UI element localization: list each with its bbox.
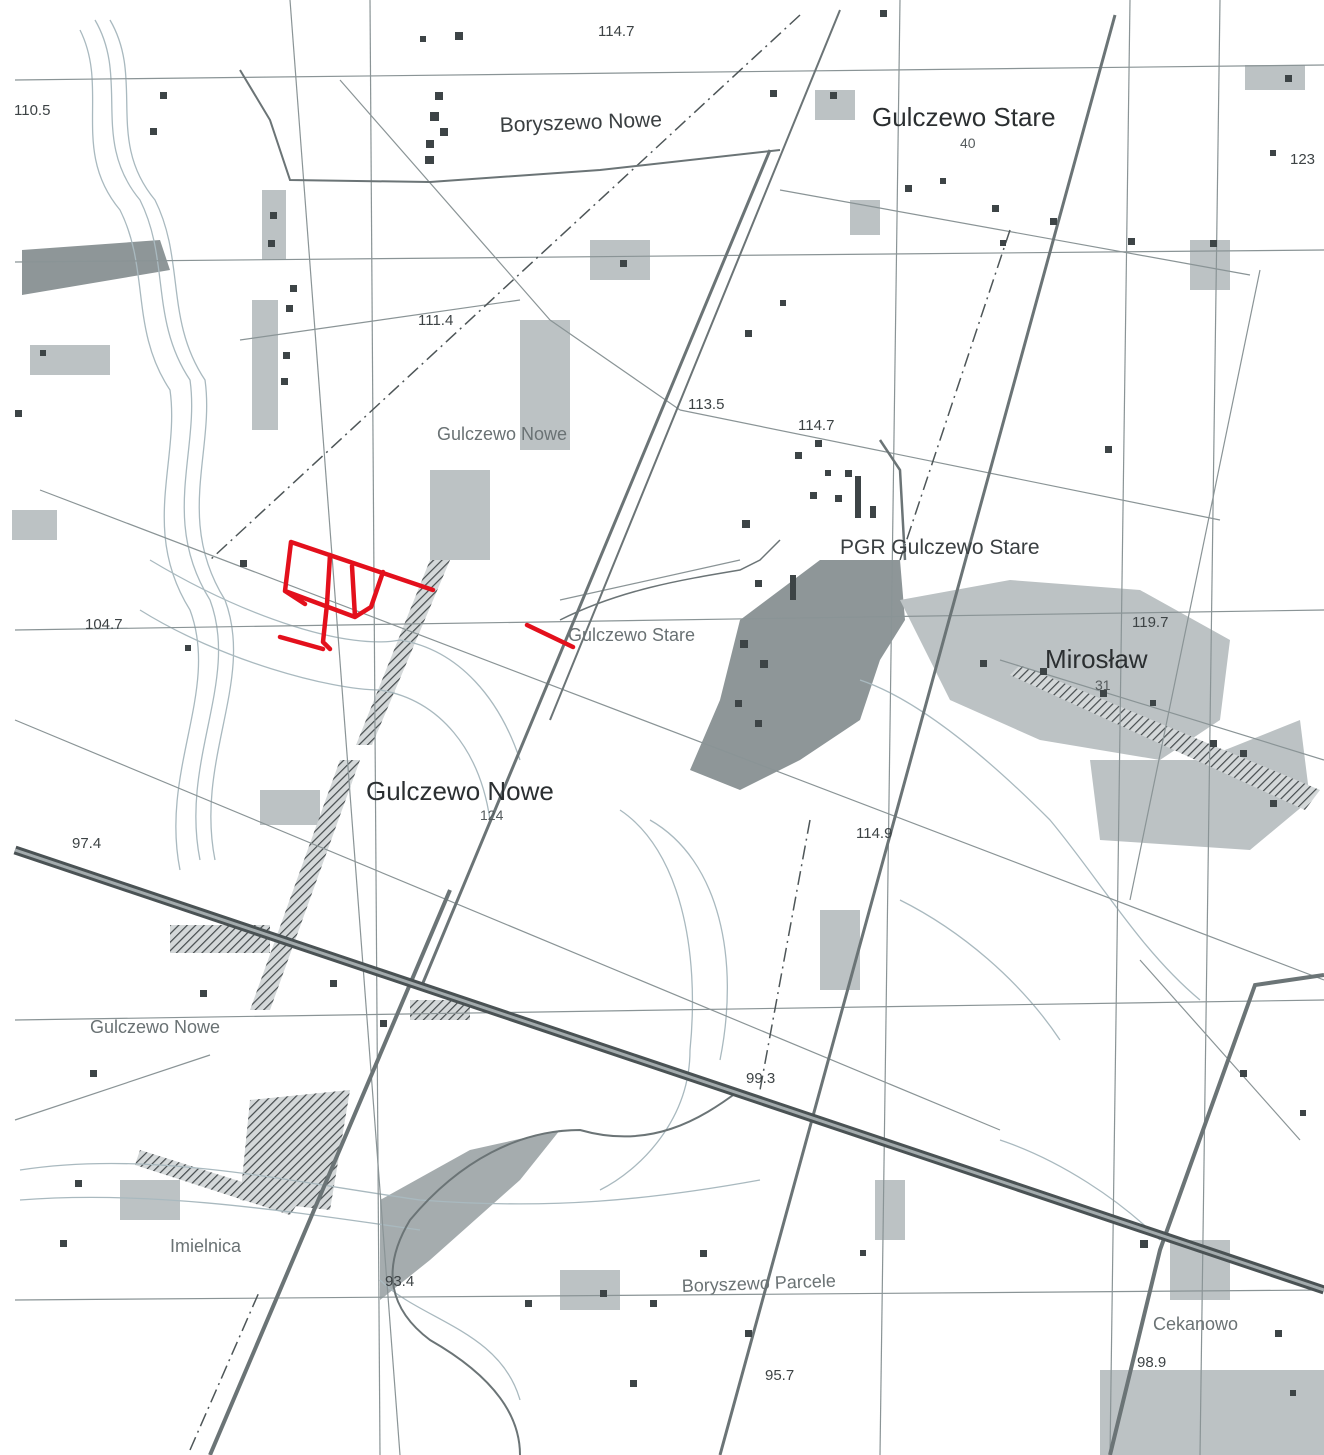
place-labels: Boryszewo Nowe Gulczewo Stare 40 Gulczew… <box>90 102 1238 1334</box>
elevation-label: 119.7 <box>1132 614 1168 631</box>
label-pgr-gulczewo-stare: PGR Gulczewo Stare <box>840 536 1040 559</box>
label-miroslaw-num: 31 <box>1095 677 1111 693</box>
railway <box>13 845 1324 1295</box>
elevation-label: 104.7 <box>85 616 123 633</box>
block-north-4 <box>1245 65 1305 90</box>
elevation-label: 114.9 <box>856 825 892 842</box>
road-boryszewo <box>239 69 781 184</box>
buildings <box>15 10 1306 1396</box>
block-west-2 <box>12 510 57 540</box>
hatched-miroslaw-strip <box>1010 665 1320 810</box>
label-imielnica: Imielnica <box>170 1236 242 1256</box>
highlighted-parcel <box>277 539 576 652</box>
elevation-label: 99.3 <box>746 1070 775 1087</box>
elevation-label: 110.5 <box>14 102 50 119</box>
label-gulczewo-nowe-main: Gulczewo Nowe <box>366 776 554 806</box>
parcel-outline <box>282 539 436 652</box>
label-boryszewo-parcele: Boryszewo Parcele <box>681 1271 836 1296</box>
elevation-label: 113.5 <box>688 396 724 413</box>
settlement-east-area <box>1090 720 1310 850</box>
elevation-label: 95.7 <box>765 1367 794 1384</box>
label-miroslaw: Mirosław <box>1045 644 1148 674</box>
block-south-3 <box>1100 1370 1324 1455</box>
settlement-areas <box>12 65 1324 1455</box>
elevation-label: 98.9 <box>1137 1354 1166 1371</box>
woodland-west <box>22 240 170 295</box>
block-mid-5 <box>875 1180 905 1240</box>
parcel-road-segment <box>524 622 576 650</box>
settlement-miroslaw-area <box>900 580 1230 760</box>
elevation-label: 111.4 <box>418 312 453 329</box>
elevation-labels: 114.7 110.5 111.4 113.5 114.7 104.7 119.… <box>14 23 1315 1384</box>
road-gulczewo-stare <box>559 539 781 621</box>
hatched-block-sw <box>240 1090 350 1210</box>
block-south-2 <box>560 1270 620 1310</box>
elevation-label: 123 <box>1290 151 1315 168</box>
label-gulczewo-nowe-upper: Gulczewo Nowe <box>437 424 567 444</box>
label-gulczewo-nowe-main-num: 124 <box>480 807 504 823</box>
block-nw-1 <box>262 190 286 260</box>
label-gulczewo-stare: Gulczewo Stare <box>872 102 1056 132</box>
label-boryszewo-nowe: Boryszewo Nowe <box>499 108 662 137</box>
hatched-strip-gulczewo-nowe <box>356 560 450 745</box>
settlement-pgr-area <box>690 560 905 790</box>
label-cekanowo: Cekanowo <box>1153 1314 1238 1334</box>
block-mid-4 <box>820 910 860 990</box>
block-mid-3 <box>260 790 320 825</box>
road-central <box>549 9 841 721</box>
elevation-label: 114.7 <box>598 23 634 40</box>
label-gulczewo-stare-num: 40 <box>960 135 976 151</box>
label-gulczewo-nowe-lower: Gulczewo Nowe <box>90 1017 220 1037</box>
block-west-1 <box>30 345 110 375</box>
block-mid-2 <box>430 470 490 560</box>
road-winding-south <box>391 1089 741 1455</box>
slope-area-south <box>380 1130 560 1300</box>
label-gulczewo-stare-lower: Gulczewo Stare <box>568 625 695 645</box>
elevation-label: 93.4 <box>385 1273 414 1290</box>
boundary-lines <box>189 14 1011 1451</box>
elevation-label: 97.4 <box>72 835 101 852</box>
block-nw-2 <box>252 300 278 430</box>
hatched-block-center <box>410 1000 470 1020</box>
road-diagonal-main <box>418 149 772 991</box>
road-east-diagonal <box>718 14 1117 1455</box>
hatched-strip-west-road <box>250 760 360 1010</box>
parcel-south-segment <box>277 634 326 652</box>
road-pgr <box>878 439 907 561</box>
block-mid-1 <box>520 320 570 450</box>
road-east-loop <box>1108 973 1324 1455</box>
elevation-label: 114.7 <box>798 417 834 434</box>
